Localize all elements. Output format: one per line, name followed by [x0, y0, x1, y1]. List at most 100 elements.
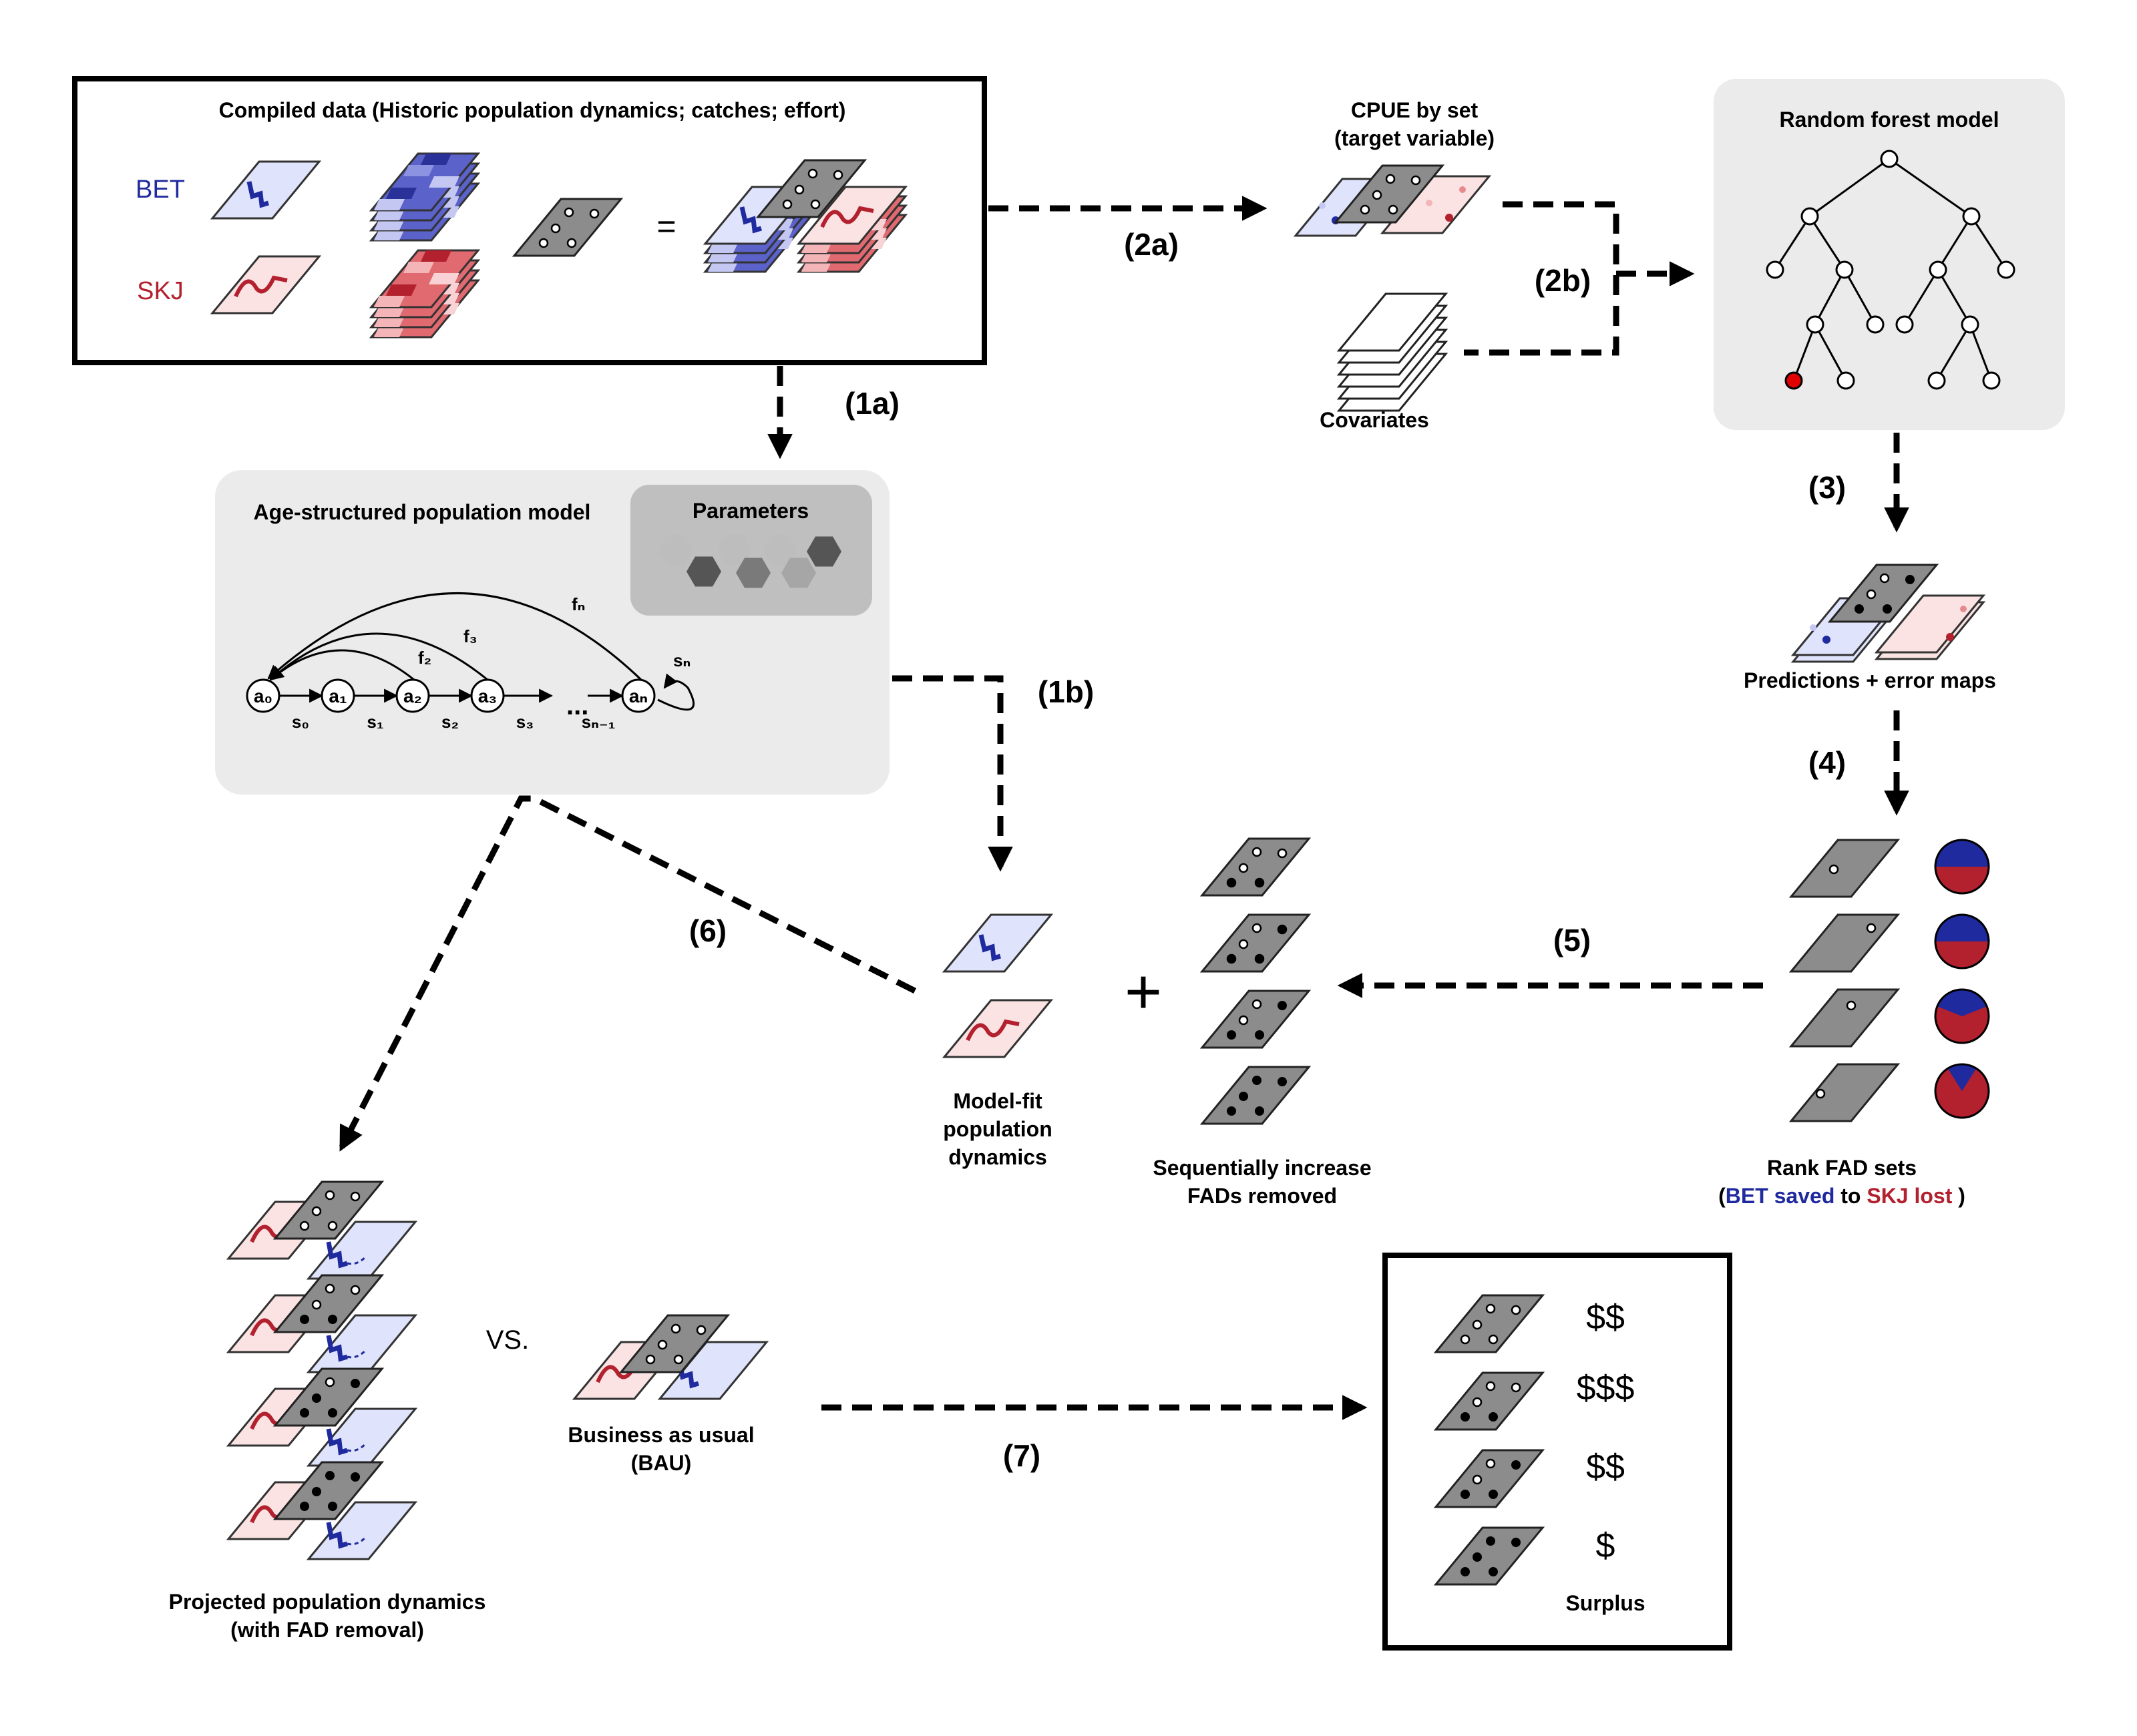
model-fit-line1: Model-fit — [953, 1089, 1042, 1113]
sequential-title: Sequentially increase — [1153, 1156, 1371, 1180]
arrow-1b — [892, 675, 1013, 872]
parameter-hexagon — [736, 558, 771, 588]
rank-fad-group: Rank FAD sets (BET saved to SKJ lost ) — [1718, 839, 1990, 1208]
parameter-hexagons — [658, 535, 841, 588]
age-class-label: a₁ — [329, 686, 347, 706]
population-model-panel: Age-structured population model Paramete… — [215, 470, 890, 795]
sequential-subtitle: FADs removed — [1187, 1184, 1337, 1208]
surplus-value-2: $$$ — [1577, 1369, 1635, 1407]
model-fit-line2: population — [943, 1117, 1052, 1141]
age-class-label: aₙ — [629, 686, 648, 706]
plus-sign: + — [1125, 956, 1162, 1028]
sequential-removal-group: Sequentially increase FADs removed — [1153, 839, 1372, 1208]
predictions-group: Predictions + error maps — [1744, 565, 1996, 692]
cpue-subtitle: (target variable) — [1334, 126, 1495, 150]
equals-sign: = — [656, 208, 676, 245]
cpue-title: CPUE by set — [1351, 98, 1479, 122]
tree-node — [1895, 315, 1914, 334]
survival-label: s₀ — [292, 712, 309, 732]
covariates-label: Covariates — [1320, 408, 1429, 432]
arrow-6 — [339, 795, 917, 1152]
chain-ellipsis: ... — [566, 691, 588, 720]
step-2b: (2b) — [1535, 263, 1591, 298]
step-2a: (2a) — [1124, 227, 1179, 262]
flow-arrows — [339, 196, 1909, 1420]
tree-node — [1835, 260, 1854, 279]
age-class-label: a₂ — [403, 686, 422, 706]
parameter-hexagon — [717, 535, 752, 566]
highlighted-leaf-node — [1784, 371, 1803, 390]
tree-node — [1927, 371, 1946, 390]
vs-label: VS. — [486, 1325, 529, 1355]
parameters-title: Parameters — [693, 499, 809, 523]
tree-node — [1836, 371, 1855, 390]
projected-group: Projected population dynamics (with FAD … — [169, 1182, 486, 1642]
bau-subtitle: (BAU) — [631, 1451, 692, 1475]
surplus-value-1: $$ — [1586, 1298, 1625, 1337]
ranking-pie — [1934, 913, 1990, 969]
fecundity-3: f₃ — [463, 626, 477, 646]
fecundity-n: fₙ — [572, 594, 586, 614]
model-fit-line3: dynamics — [948, 1145, 1047, 1169]
bau-group: Business as usual (BAU) — [568, 1315, 768, 1475]
surplus-label: Surplus — [1565, 1591, 1645, 1615]
random-forest-title: Random forest model — [1780, 107, 1999, 132]
projected-subtitle: (with FAD removal) — [230, 1618, 424, 1642]
step-4: (4) — [1808, 745, 1846, 780]
survival-label: s₁ — [367, 712, 383, 732]
tree-node — [1962, 207, 1981, 226]
survival-n: sₙ — [673, 650, 691, 670]
tree-node — [1806, 315, 1824, 334]
tree-node — [1929, 260, 1947, 279]
tree-node — [1961, 315, 1979, 334]
surplus-box: $$ $$$ $$ $ Surplus — [1382, 1253, 1732, 1651]
population-model-title: Age-structured population model — [254, 500, 591, 524]
parameter-hexagon — [687, 556, 721, 587]
tree-node — [1866, 315, 1885, 334]
decision-tree — [1766, 150, 2015, 390]
tree-node — [1997, 260, 2015, 279]
predictions-label: Predictions + error maps — [1744, 668, 1996, 692]
projected-title: Projected population dynamics — [169, 1590, 486, 1614]
arrow-2b-bracket — [1464, 201, 1619, 356]
step-5: (5) — [1553, 923, 1591, 957]
cpue-group: CPUE by set (target variable) — [1294, 98, 1495, 237]
ranking-pie — [1934, 988, 1990, 1044]
bet-label: BET — [136, 176, 185, 204]
step-1a: (1a) — [845, 386, 900, 421]
step-3: (3) — [1808, 470, 1846, 505]
parameter-hexagon — [763, 535, 797, 566]
ranking-pie — [1934, 1063, 1990, 1119]
ranking-pies — [1934, 839, 1990, 1119]
parameter-hexagon — [658, 535, 693, 566]
bet-saved-slice — [1935, 915, 1989, 941]
covariates-stack: Covariates — [1320, 292, 1447, 432]
compiled-data-box: Compiled data (Historic population dynam… — [72, 76, 987, 365]
surplus-value-4: $ — [1596, 1526, 1615, 1565]
fecundity-2: f₂ — [418, 648, 431, 668]
parameter-hexagon — [807, 536, 841, 567]
tree-node — [1766, 260, 1784, 279]
age-class-label: a₃ — [478, 686, 498, 706]
bet-saved-slice — [1947, 1064, 1977, 1091]
age-class-label: a₀ — [254, 686, 272, 706]
surplus-value-3: $$ — [1586, 1448, 1625, 1486]
step-6: (6) — [689, 913, 727, 948]
rank-subtitle: (BET saved to SKJ lost ) — [1718, 1184, 1965, 1208]
compiled-data-title: Compiled data (Historic population dynam… — [219, 98, 846, 122]
tree-node — [1800, 207, 1819, 226]
parameter-hexagon — [781, 558, 816, 588]
bau-title: Business as usual — [568, 1423, 754, 1447]
bet-saved-slice — [1937, 989, 1987, 1016]
step-7: (7) — [1003, 1438, 1040, 1473]
survival-label: s₂ — [441, 712, 459, 732]
tree-node — [1880, 150, 1899, 168]
bet-saved-slice — [1935, 840, 1989, 867]
survival-label: s₃ — [516, 712, 534, 732]
tree-node — [1982, 371, 2001, 390]
step-1b: (1b) — [1038, 674, 1094, 709]
model-fit-group: Model-fit population dynamics — [943, 913, 1052, 1169]
skj-label: SKJ — [137, 277, 184, 305]
